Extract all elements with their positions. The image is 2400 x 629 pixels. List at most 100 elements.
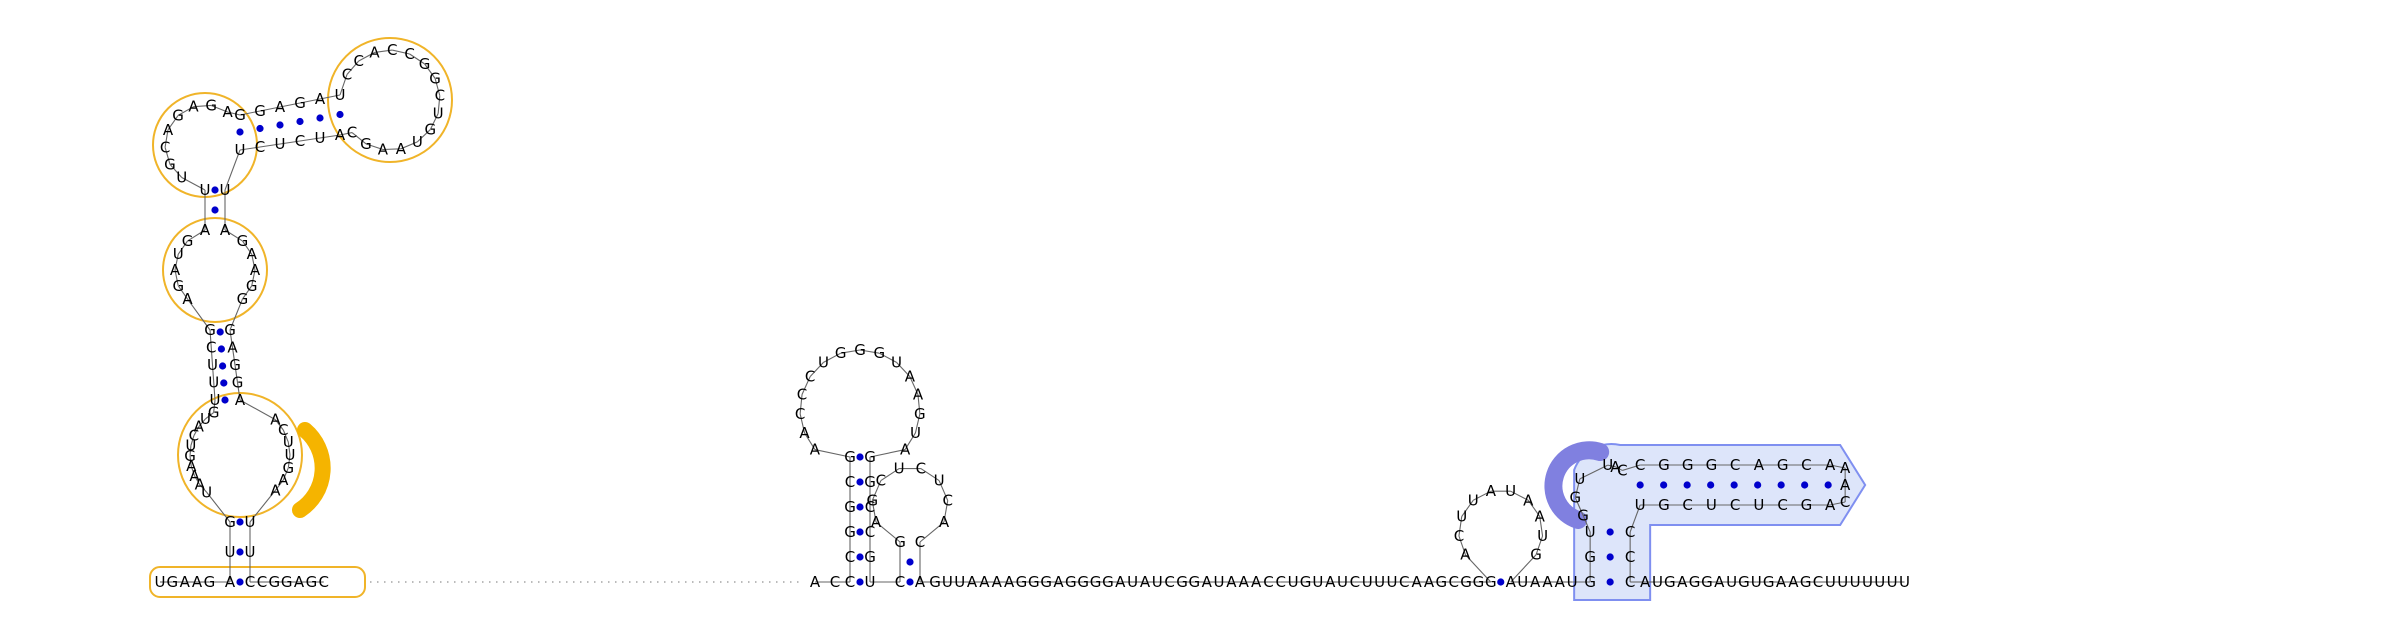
nucleotide-G: G (269, 573, 281, 591)
nucleotide-U: U (1127, 573, 1138, 591)
nucleotide-U: U (1602, 456, 1613, 474)
nucleotide-U: U (891, 353, 902, 371)
nucleotide-C: C (1840, 493, 1850, 511)
base-pair-dot (856, 578, 864, 586)
base-pair-dot (336, 110, 344, 119)
base-pair-dot (856, 528, 864, 536)
nucleotide-A: A (913, 385, 924, 403)
nucleotide-A: A (378, 140, 389, 158)
base-pair-dot (236, 578, 244, 586)
nucleotide-G: G (1738, 573, 1750, 591)
nucleotide-G: G (1701, 573, 1713, 591)
nucleotide-U: U (1635, 496, 1646, 514)
base-pair-dot (211, 206, 219, 214)
nucleotide-A: A (1776, 573, 1787, 591)
base-pair-dot (1660, 481, 1668, 489)
nucleotide-U: U (1862, 573, 1873, 591)
base-pair-dot (1606, 578, 1614, 586)
nucleotide-C: C (915, 533, 925, 551)
nucleotide-A: A (200, 221, 211, 239)
nucleotide-U: U (1887, 573, 1898, 591)
nucleotide-U: U (207, 356, 218, 374)
nucleotide-U: U (1753, 496, 1764, 514)
nucleotide-U: U (1517, 573, 1528, 591)
nucleotide-A: A (278, 471, 289, 489)
nucleotide-G: G (237, 232, 249, 250)
nucleotide-A: A (1202, 573, 1213, 591)
nucleotide-G: G (208, 404, 220, 422)
nucleotide-A: A (1555, 573, 1566, 591)
nucleotide-C: C (1730, 456, 1740, 474)
nucleotide-A: A (315, 90, 326, 108)
nucleotide-G: G (1658, 496, 1670, 514)
nucleotide-U: U (1374, 573, 1385, 591)
nucleotide-G: G (1682, 456, 1694, 474)
nucleotide-A: A (369, 43, 380, 61)
base-pair-dot (217, 345, 225, 353)
base-pair-dot (856, 553, 864, 561)
nucleotide-A: A (1825, 456, 1836, 474)
nucleotide-U: U (185, 437, 196, 455)
nucleotide-G: G (864, 448, 876, 466)
nucleotide-G: G (167, 573, 179, 591)
nucleotide-C: C (1682, 496, 1692, 514)
backbone (160, 49, 1905, 583)
nucleotide-G: G (1577, 506, 1589, 524)
nucleotide-G: G (234, 106, 246, 124)
nucleotide-A: A (222, 103, 233, 121)
nucleotide-C: C (319, 573, 329, 591)
nucleotide-G: G (1028, 573, 1040, 591)
nucleotide-C: C (876, 472, 886, 490)
nucleotide-A: A (1226, 573, 1237, 591)
nucleotide-A: A (979, 573, 990, 591)
base-pair-dot (1801, 481, 1809, 489)
base-pair-dot (856, 503, 864, 511)
nucleotide-G: G (1801, 496, 1813, 514)
nucleotide-A: A (1004, 573, 1015, 591)
nucleotide-A: A (1460, 546, 1471, 564)
nucleotide-G: G (1102, 573, 1114, 591)
nucleotide-U: U (283, 433, 294, 451)
nucleotide-C: C (845, 573, 855, 591)
nucleotide-C: C (1454, 527, 1464, 545)
nucleotide-C: C (1635, 456, 1645, 474)
nucleotide-G: G (184, 447, 196, 465)
nucleotide-U: U (1874, 573, 1885, 591)
nucleotide-U: U (285, 446, 296, 464)
nucleotide-G: G (229, 356, 241, 374)
nucleotide-G: G (1460, 573, 1472, 591)
nucleotide-A: A (170, 261, 181, 279)
base-pair-dot (221, 396, 229, 404)
nucleotide-U: U (200, 410, 211, 428)
nucleotide-C: C (353, 52, 363, 70)
nucleotide-A: A (188, 98, 199, 116)
nucleotide-C: C (295, 132, 305, 150)
nucleotide-C: C (404, 45, 414, 63)
nucleotide-C: C (1617, 461, 1627, 479)
nucleotide-G: G (204, 321, 216, 339)
nucleotide-C: C (278, 421, 288, 439)
nucleotide-U: U (1652, 573, 1663, 591)
base-pair-dot (1707, 481, 1715, 489)
nucleotide-A: A (1486, 482, 1497, 500)
nucleotide-G: G (246, 277, 258, 295)
nucleotide-U: U (1337, 573, 1348, 591)
nucleotide-C: C (189, 427, 199, 445)
nucleotide-G: G (844, 498, 856, 516)
nucleotide-A: A (1714, 573, 1725, 591)
nucleotide-G: G (844, 523, 856, 541)
nucleotide-C: C (1399, 573, 1409, 591)
nucleotide-A: A (1610, 458, 1621, 476)
nucleotide-U: U (155, 573, 166, 591)
nucleotide-C: C (257, 573, 267, 591)
nucleotide-G: G (929, 573, 941, 591)
nucleotide-G: G (1473, 573, 1485, 591)
nucleotide-A: A (810, 441, 821, 459)
nucleotide-U: U (225, 543, 236, 561)
nucleotide-U: U (412, 133, 423, 151)
nucleotide-A: A (1535, 507, 1546, 525)
nucleotide-U: U (1706, 496, 1717, 514)
nucleotide-G: G (429, 69, 441, 87)
nucleotide-A: A (220, 221, 231, 239)
